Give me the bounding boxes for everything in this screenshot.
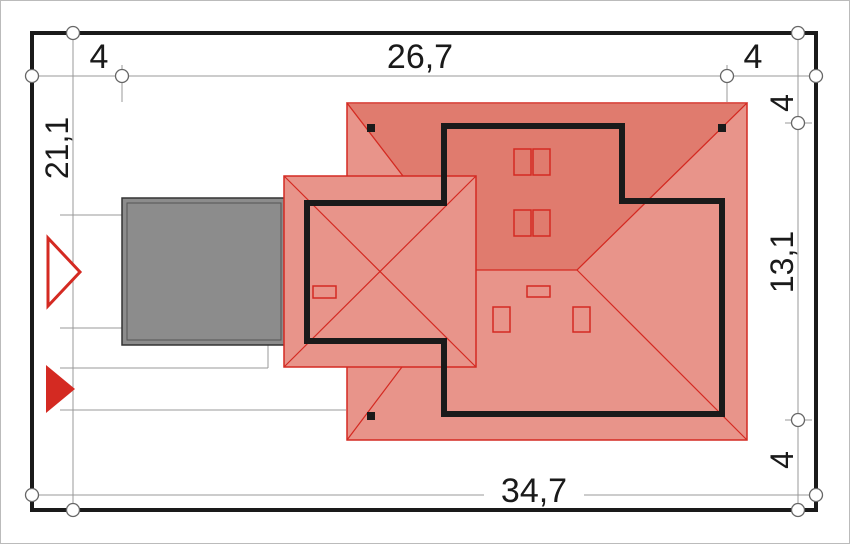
entrance-arrow-solid-icon [46,365,75,413]
dim-top-left: 4 [90,38,109,76]
dim-top-width: 26,7 [387,38,453,76]
dim-left-depth: 21,1 [39,117,75,179]
corner-posts [367,124,726,420]
porch-hip-lines [283,175,477,368]
dimension-lines [30,32,818,511]
roof-windows [312,148,591,333]
garage-inner-outline [126,202,282,341]
dim-right-depth: 13,1 [764,231,800,293]
dim-right-top: 4 [764,94,800,112]
dim-bottom-total: 34,7 [501,472,567,510]
dim-right-bottom: 4 [764,451,800,469]
house-walls-outline [304,123,725,417]
entrance-arrow-outline-icon [46,234,83,310]
dim-top-right: 4 [744,38,763,76]
garage-block [121,197,287,346]
plot-boundary [30,31,818,512]
dimension-markers [24,25,824,518]
